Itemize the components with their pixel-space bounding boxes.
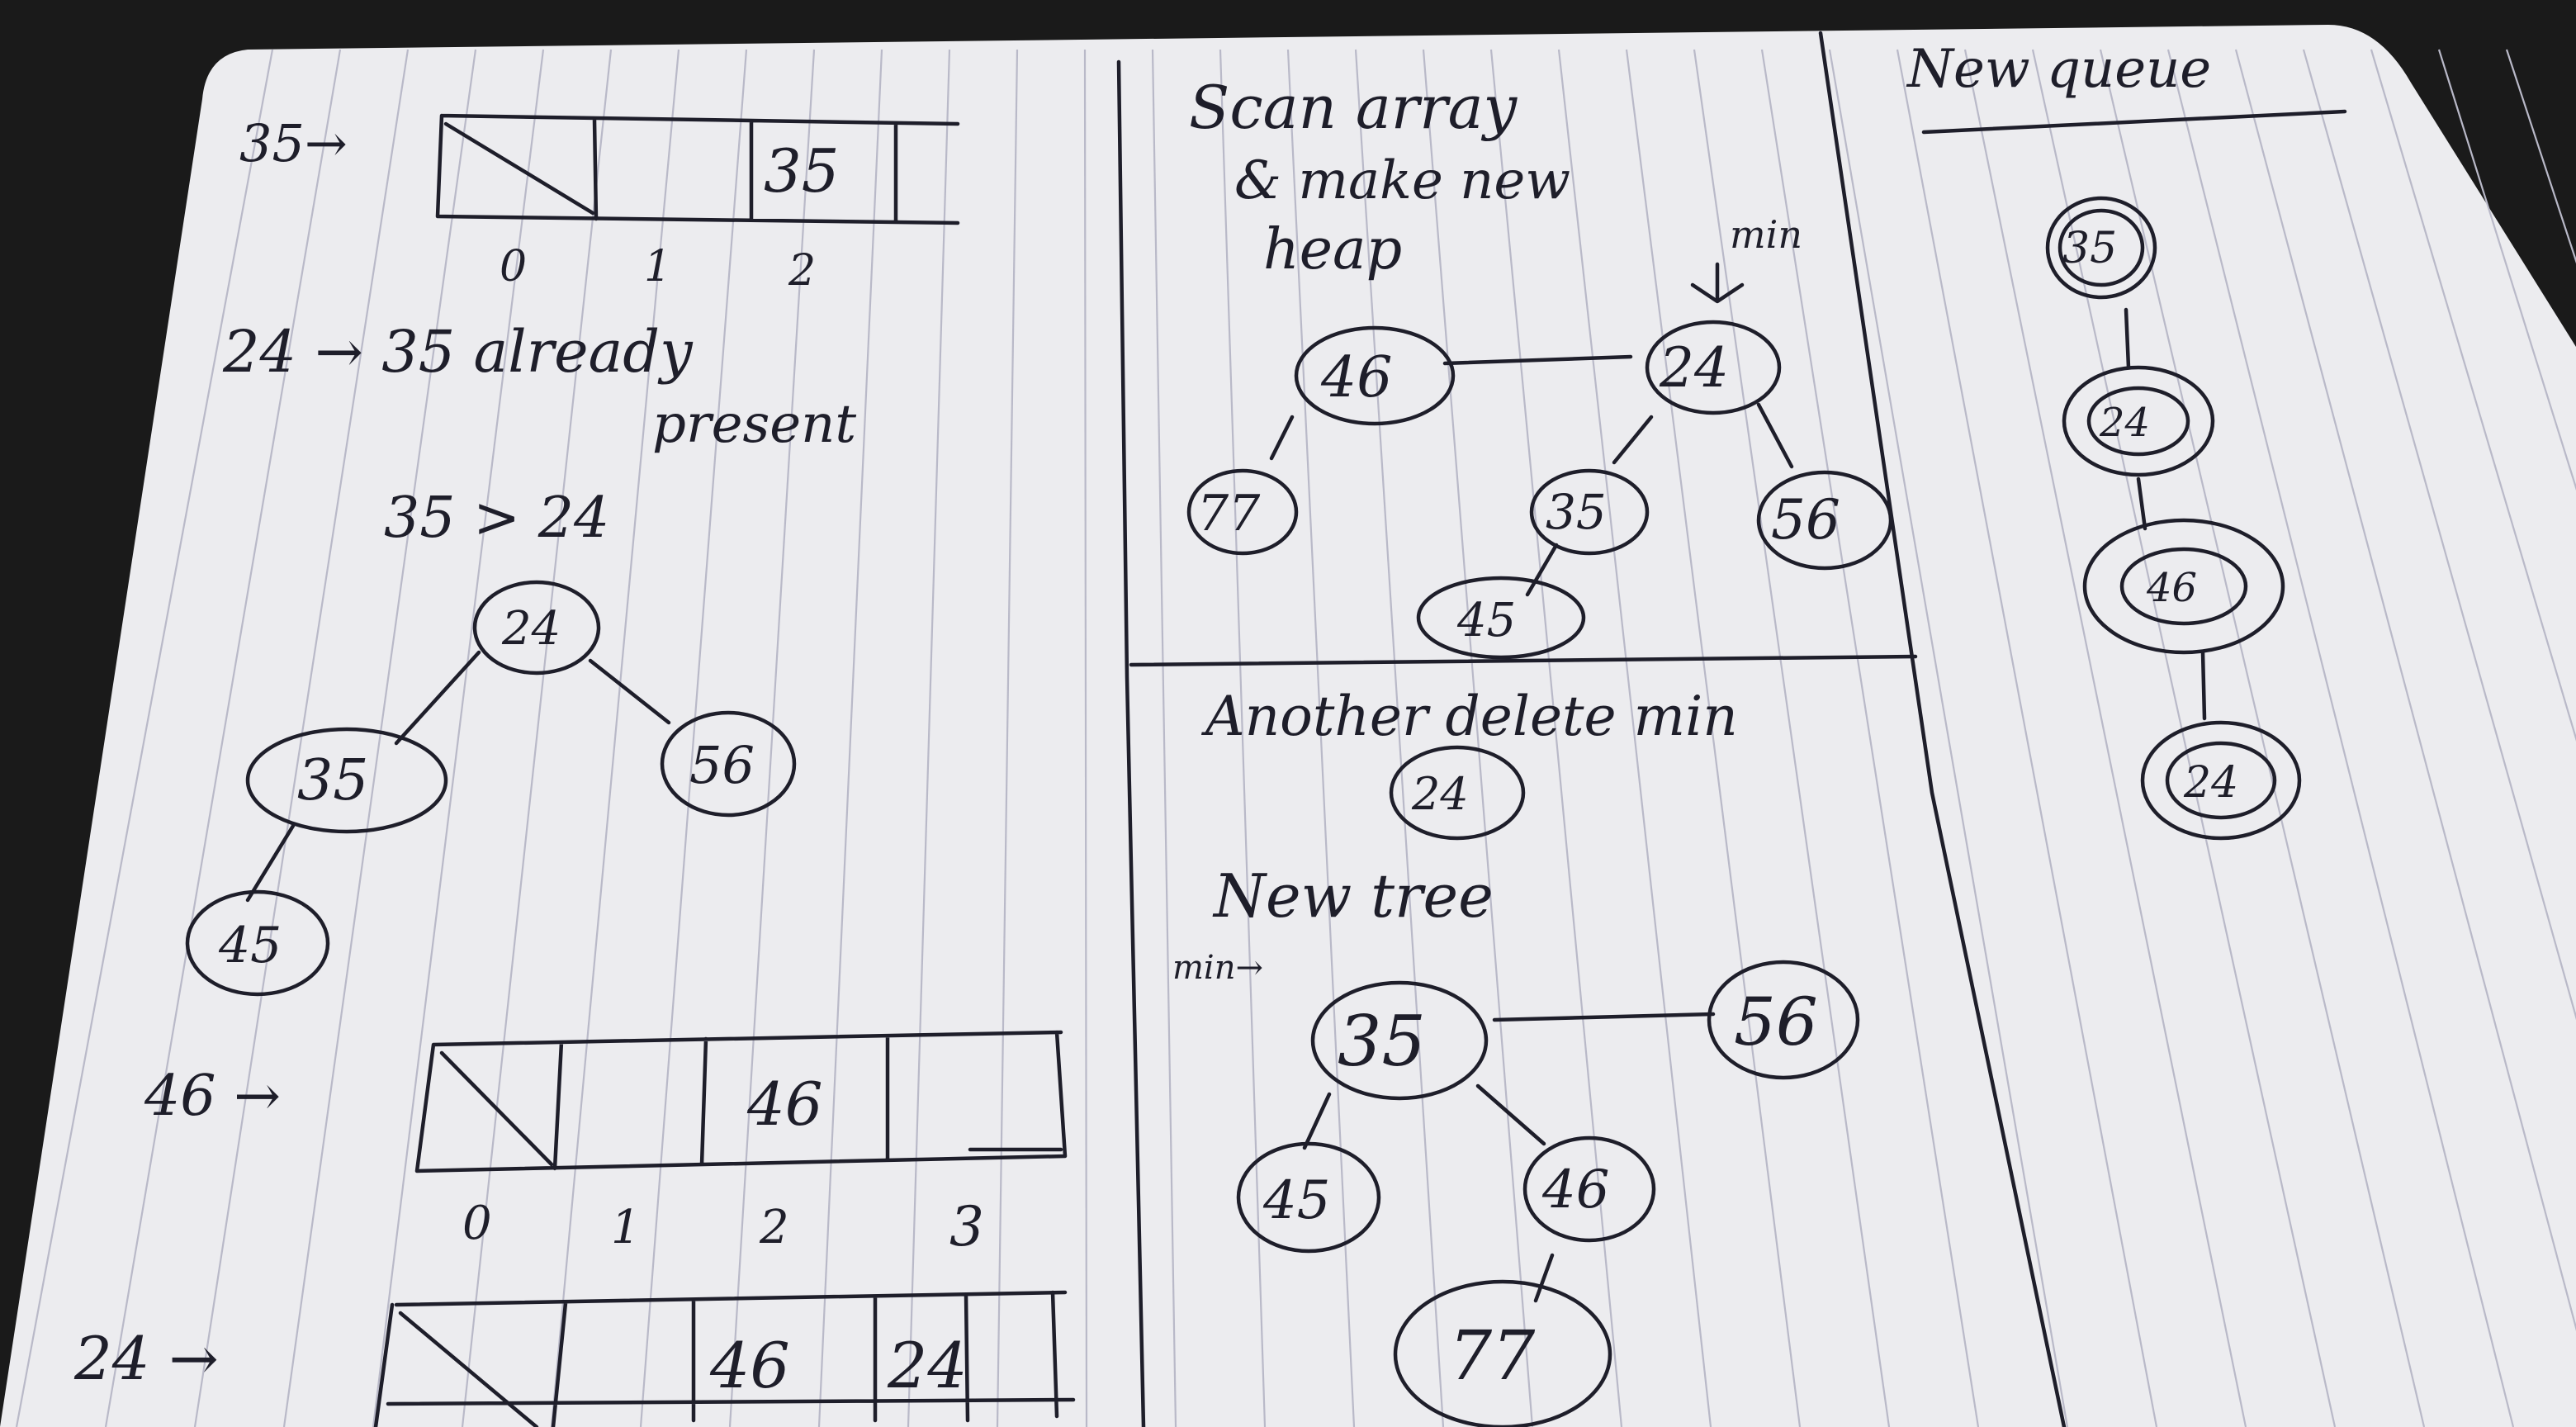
heap-node-45: 45: [1456, 594, 1516, 647]
left-tree-node-45: 45: [218, 917, 282, 974]
left-tree-node-35: 35: [297, 748, 369, 813]
heap-node-77: 77: [1197, 485, 1261, 543]
scan-note-line2: & make new: [1234, 150, 1570, 211]
index-46-2: 2: [759, 1201, 789, 1254]
note-24-already: 24 → 35 already: [222, 318, 694, 386]
left-tree-node-56: 56: [689, 735, 755, 795]
ruled-line: [1083, 49, 1088, 1427]
heap-root-24: 24: [1659, 336, 1729, 400]
ruled-line: [817, 49, 883, 1427]
new-queue-underline: [1921, 109, 2347, 135]
min-arrow-down: [1690, 262, 1745, 304]
new-tree-label: New tree: [1212, 861, 1494, 931]
ruled-line: [2166, 49, 2515, 1427]
array-24-cell-3: 24: [887, 1329, 968, 1402]
ruled-line: [193, 49, 410, 1427]
page-divider-right: [1818, 31, 2067, 1427]
ruled-line: [1896, 49, 2158, 1427]
queue-item-1: 35: [2062, 224, 2117, 273]
array-46-cell-2: 46: [746, 1069, 823, 1139]
ruled-line: [2099, 49, 2426, 1427]
ruled-line: [907, 49, 951, 1427]
array-46: 46: [414, 1030, 1068, 1173]
new-tree-min-arrow: min→: [1172, 949, 1263, 987]
left-tree: 24 35 56 45: [185, 580, 797, 997]
ruled-line: [1963, 49, 2247, 1427]
ruled-line: [2370, 49, 2576, 742]
ruled-line: [1760, 49, 1980, 1427]
heap-node-35: 35: [1546, 484, 1607, 540]
ruled-line: [372, 49, 545, 1427]
ruled-line: [728, 49, 816, 1427]
index-2: 2: [788, 246, 816, 296]
ruled-line: [461, 49, 613, 1427]
left-tree-root: 24: [501, 602, 561, 656]
new-tree-node-46: 46: [1541, 1159, 1609, 1221]
ruled-line: [1354, 49, 1445, 1427]
array-35: 35: [435, 113, 960, 225]
note-present: present: [652, 394, 856, 455]
ruled-line: [1828, 49, 2069, 1427]
new-tree: 35 56 45 46 77: [1236, 960, 1860, 1427]
ruled-line: [1151, 49, 1177, 1427]
ruled-line: [1625, 49, 1802, 1427]
queue-item-3: 46: [2146, 565, 2197, 611]
ruled-line: [996, 49, 1019, 1427]
insert-46-label: 46 →: [144, 1064, 281, 1129]
ruled-line: [15, 49, 274, 1427]
scan-heap: 46 24 77 35 56 45: [1186, 320, 1893, 660]
min-label: min: [1730, 212, 1802, 257]
ruled-line: [2031, 49, 2337, 1427]
delete-min-note: Another delete min: [1200, 685, 1738, 748]
array-35-cell-2: 35: [764, 136, 840, 206]
middle-section-divider: [1129, 654, 1918, 667]
ruled-line: [1489, 49, 1623, 1427]
ruled-line: [1557, 49, 1712, 1427]
heap-root-46: 46: [1320, 345, 1393, 410]
new-tree-root-56: 56: [1734, 984, 1818, 1060]
ruled-line: [1422, 49, 1534, 1427]
array-24-cell-2: 46: [709, 1329, 790, 1402]
ruled-line: [2234, 49, 2576, 1332]
new-queue-title: New queue: [1906, 39, 2211, 100]
new-tree-node-45: 45: [1262, 1170, 1330, 1231]
ruled-lines: [15, 49, 2576, 1427]
insert-35-label: 35→: [239, 113, 348, 173]
ruled-line: [550, 49, 680, 1427]
index-46-0: 0: [462, 1197, 492, 1250]
queue-item-2: 24: [2099, 400, 2150, 446]
insert-24-label: 24 →: [73, 1324, 219, 1393]
ruled-line: [282, 49, 477, 1427]
new-tree-node-77: 77: [1449, 1317, 1536, 1396]
queue-item-4: 24: [2183, 758, 2238, 808]
index-1: 1: [644, 242, 671, 292]
index-0: 0: [500, 242, 527, 292]
index-46-1: 1: [611, 1201, 641, 1254]
paper-sheet: [0, 25, 2576, 1427]
ruled-line: [1219, 49, 1267, 1427]
ruled-line: [2437, 49, 2576, 491]
note-compare: 35 > 24: [384, 486, 609, 551]
heap-node-56: 56: [1771, 488, 1840, 552]
new-queue: 35 24 46 24: [2045, 196, 2302, 841]
index-46-3: 3: [949, 1195, 984, 1259]
new-tree-root-35: 35: [1338, 1001, 1426, 1082]
ruled-line: [639, 49, 748, 1427]
ruled-line: [2302, 49, 2576, 1021]
page-divider-left: [1116, 59, 1146, 1427]
ruled-line: [1693, 49, 1891, 1427]
scan-note-line1: Scan array: [1189, 73, 1518, 142]
scan-note-line3: heap: [1263, 217, 1402, 282]
deleted-node: 24: [1411, 768, 1469, 820]
deleted-node-circle: [1389, 745, 1526, 841]
ruled-line: [1286, 49, 1356, 1427]
ruled-line: [104, 49, 342, 1427]
array-24: 46 24: [373, 1290, 1076, 1427]
